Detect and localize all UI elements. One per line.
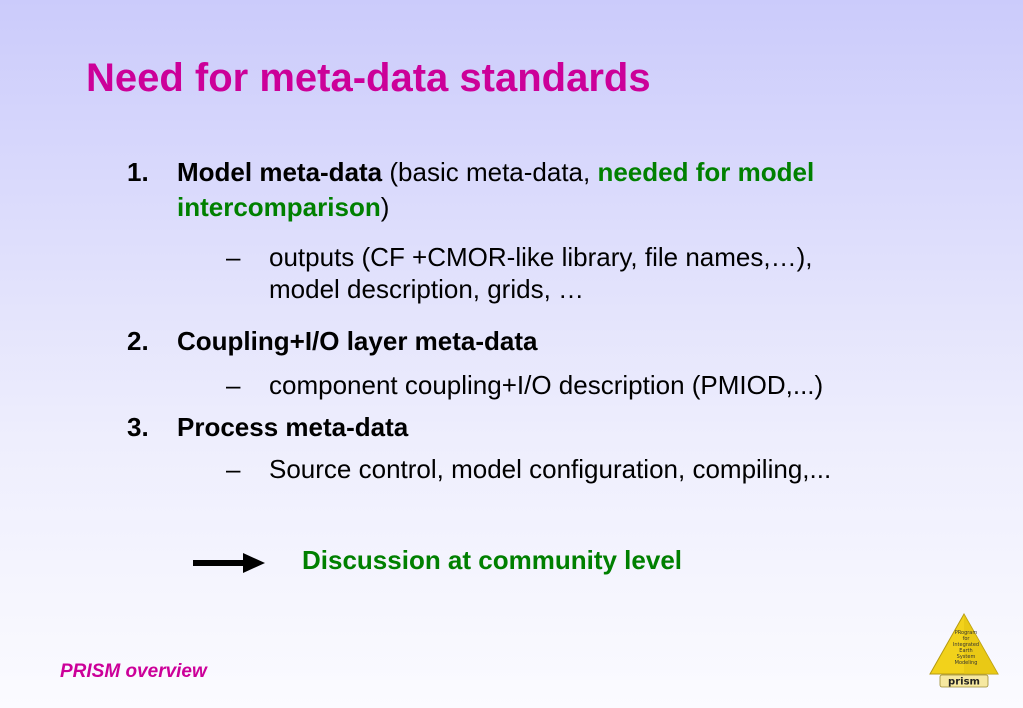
logo-text-6: Modeling: [955, 660, 978, 666]
logo-text-2: for: [963, 636, 971, 642]
item-1-green-text-1: needed for model: [597, 157, 815, 187]
prism-pyramid-logo-icon: PRogram for Integrated Earth System Mode…: [929, 612, 999, 688]
item-number-1: 1.: [127, 157, 149, 187]
item-2-sub: component coupling+I/O description (PMIO…: [269, 370, 824, 400]
slide-title: Need for meta-data standards: [86, 56, 651, 100]
item-3-sub: Source control, model configuration, com…: [269, 454, 832, 484]
logo-label: prism: [948, 677, 980, 688]
item-number-2: 2.: [127, 326, 149, 356]
logo-text-1: PRogram: [955, 630, 978, 636]
item-1-sub-dash: –: [226, 242, 241, 272]
discussion-text: Discussion at community level: [302, 545, 683, 575]
item-number-3: 3.: [127, 412, 149, 442]
item-1-sub-line-1: outputs (CF +CMOR-like library, file nam…: [269, 242, 813, 272]
item-3-heading: Process meta-data: [177, 412, 409, 442]
item-1-heading: Model meta-data: [177, 157, 383, 187]
item-3-sub-dash: –: [226, 454, 241, 484]
logo-text-5: System: [957, 654, 976, 660]
item-2-sub-dash: –: [226, 370, 241, 400]
item-2-heading: Coupling+I/O layer meta-data: [177, 326, 538, 356]
right-arrow-icon: [193, 553, 265, 573]
item-1-paren-close: ): [380, 192, 390, 222]
item-1-paren-open: (basic meta-data,: [382, 157, 598, 187]
item-1-sub-line-2: model description, grids, …: [269, 274, 585, 304]
item-1-line-2: intercomparison): [177, 191, 389, 223]
logo-text-4: Earth: [959, 648, 972, 654]
item-1-green-text-2: intercomparison: [177, 192, 381, 222]
footer-text: PRISM overview: [60, 661, 207, 682]
logo-text-3: Integrated: [953, 642, 979, 648]
item-1-line-1: Model meta-data (basic meta-data, needed…: [177, 156, 814, 188]
